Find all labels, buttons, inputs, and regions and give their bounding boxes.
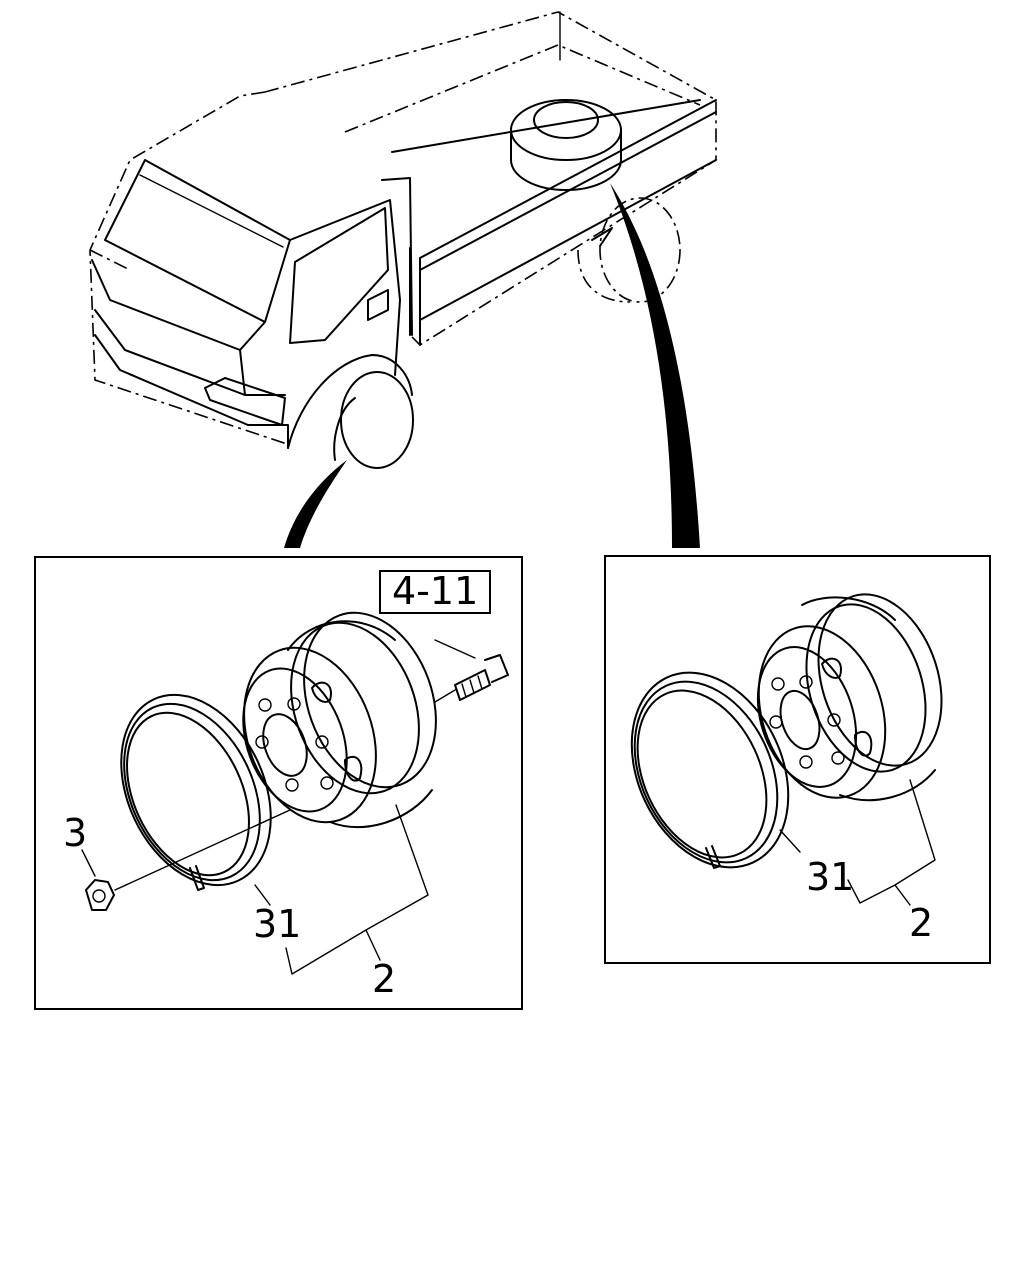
front-wheel-disc (242, 611, 437, 829)
rear-ring-label: 31 (806, 855, 854, 899)
hub-bolt (434, 639, 509, 703)
nut-leader (81, 849, 96, 877)
rear-wheel-panel (604, 555, 991, 964)
rear-wheel-bracket (847, 779, 936, 906)
rear-side-ring (630, 671, 790, 869)
nut-label: 3 (63, 811, 87, 855)
ring-leader (254, 884, 271, 906)
rear-wheel-disc (756, 593, 943, 802)
reference-label: 4-11 (392, 569, 478, 613)
wheel-bracket (285, 804, 429, 975)
front-wheel-panel (34, 556, 523, 1010)
rear-wheel-pointer (610, 183, 700, 548)
rear-ring-leader (779, 829, 801, 853)
rear-wheel-label: 2 (909, 901, 933, 945)
front-wheel-pointer (284, 460, 347, 548)
wheel-label: 2 (372, 957, 396, 1001)
ring-label: 31 (253, 902, 301, 946)
truck-illustration (89, 11, 717, 469)
reference-box (379, 570, 491, 614)
front-side-ring (120, 693, 272, 891)
lug-nut (85, 809, 291, 911)
